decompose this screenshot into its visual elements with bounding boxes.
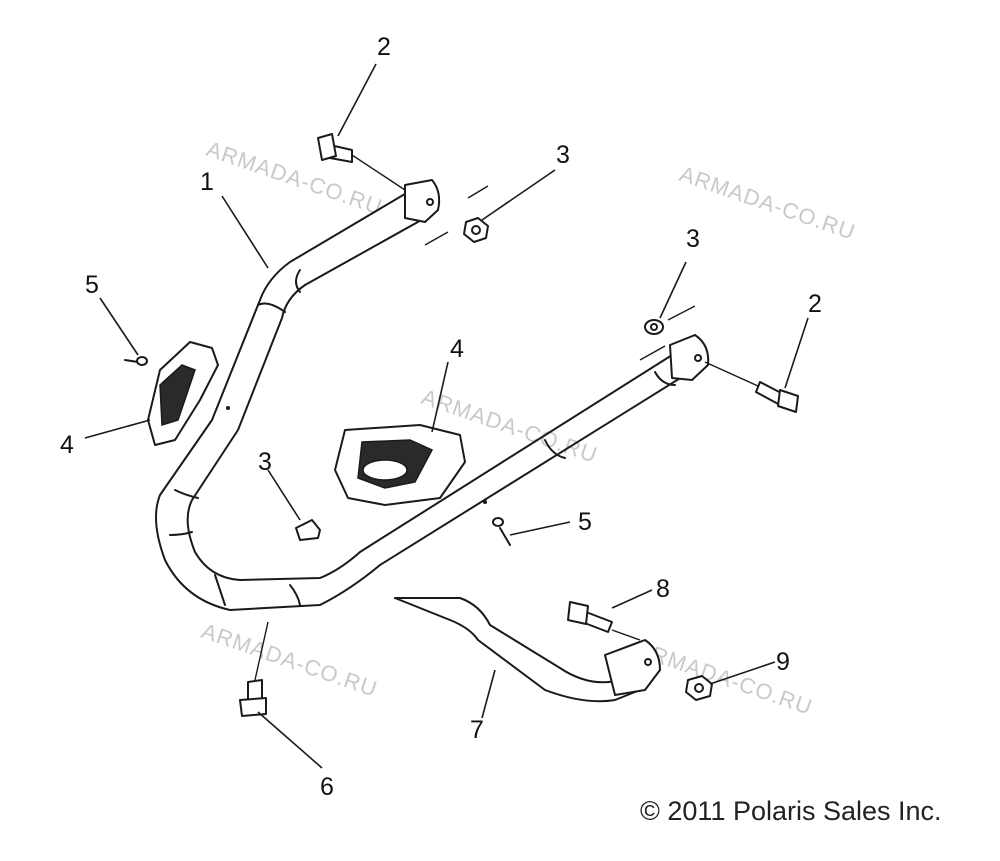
nut-part-9 [685, 675, 713, 701]
watermark: ARMADA-CO.RU [203, 136, 385, 220]
callout-3: 3 [686, 225, 700, 253]
callout-5: 5 [578, 508, 592, 536]
callouts: 2 1 3 3 2 5 4 4 3 5 8 9 7 6 [60, 33, 822, 801]
rivet-part-5-left [124, 356, 148, 366]
rivet-part-5-center [492, 517, 511, 546]
nut-part-3-top [463, 217, 489, 243]
copyright-notice: © 2011 Polaris Sales Inc. [640, 796, 942, 826]
bolt-part-6 [239, 679, 267, 717]
bolt-part-2-right [755, 381, 799, 413]
lower-brace-part-7 [394, 597, 661, 703]
callout-2: 2 [377, 33, 391, 61]
callout-7: 7 [470, 716, 484, 744]
watermark: ARMADA-CO.RU [676, 161, 858, 245]
bumper-tube-part-1 [155, 179, 710, 611]
nut-part-3-right [644, 319, 664, 335]
callout-2: 2 [808, 290, 822, 318]
callout-3: 3 [258, 448, 272, 476]
callout-4: 4 [60, 431, 74, 459]
clip-part-3-center [295, 519, 321, 541]
watermark: ARMADA-CO.RU [198, 618, 380, 702]
callout-6: 6 [320, 773, 334, 801]
bumper-pad-left-part-4 [147, 341, 219, 446]
watermarks: ARMADA-CO.RU ARMADA-CO.RU ARMADA-CO.RU A… [198, 136, 858, 720]
callout-5: 5 [85, 271, 99, 299]
callout-3: 3 [556, 141, 570, 169]
bolt-part-8 [567, 601, 613, 633]
bolt-part-2-top [317, 133, 353, 163]
assembly-lines [254, 154, 759, 681]
leader-lines [84, 63, 809, 769]
callout-8: 8 [656, 575, 670, 603]
callout-9: 9 [776, 648, 790, 676]
bumper-pad-center-part-4 [334, 424, 466, 506]
callout-1: 1 [200, 168, 214, 196]
callout-4: 4 [450, 335, 464, 363]
